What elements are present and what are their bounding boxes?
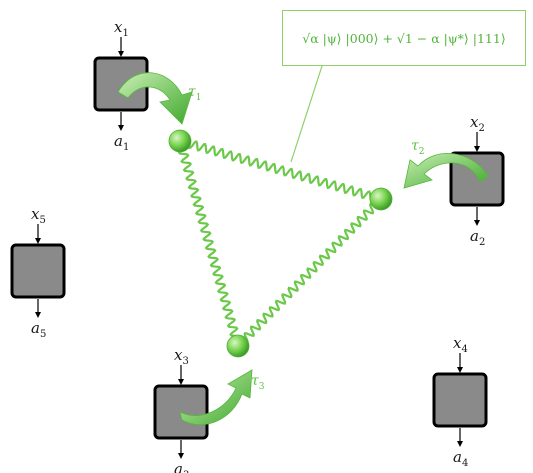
formula-connector [290, 65, 323, 163]
input-label-1: x1 [114, 18, 129, 39]
tau-arrow-1 [117, 72, 193, 125]
tau-arrows: τ1 τ2 τ3 [117, 72, 489, 425]
output-arrowhead-1 [118, 125, 124, 131]
output-arrowhead-3 [178, 453, 184, 459]
output-sub-3: 3 [183, 470, 189, 473]
tau-label-3: τ3 [251, 373, 265, 392]
output-label-2: a2 [470, 227, 485, 248]
input-arrowhead-5 [35, 238, 41, 244]
input-arrowhead-4 [457, 367, 463, 373]
output-sub-1: 1 [123, 142, 129, 153]
input-sub-4: 4 [461, 344, 467, 355]
input-sub-5: 5 [39, 215, 45, 226]
input-label-5: x5 [31, 205, 46, 226]
measurement-box-4 [432, 372, 488, 428]
tau-sub-2: 2 [419, 147, 425, 157]
wavy-edge-1-3 [175, 140, 242, 347]
particles [168, 129, 393, 358]
measurement-box-5 [10, 243, 66, 299]
input-label-2: x2 [470, 113, 485, 134]
output-label-3: a3 [174, 460, 189, 473]
tau-arrow-2 [403, 152, 489, 189]
wavy-edge-2-3 [237, 196, 382, 350]
tau-sub-1: 1 [196, 93, 202, 103]
entanglement-edges [175, 137, 382, 350]
state-formula-box: √α |ψ⟩ |000⟩ + √1 − α |ψ*⟩ |111⟩ [282, 10, 526, 66]
particle-2 [369, 187, 393, 211]
output-sub-2: 2 [479, 237, 485, 248]
party-2: x2 a2 [449, 113, 505, 248]
input-arrowhead-2 [474, 146, 480, 152]
particle-1 [168, 129, 192, 153]
state-formula: √α |ψ⟩ |000⟩ + √1 − α |ψ*⟩ |111⟩ [302, 30, 506, 46]
measurement-box-3 [153, 384, 209, 440]
output-label-1: a1 [114, 132, 129, 153]
parties: x1 a1 x2 a2 x3 a3 x4 a4 x5 a5 [10, 18, 505, 473]
input-sub-3: 3 [182, 356, 188, 367]
tau-arrow-3 [179, 369, 253, 425]
output-sub-5: 5 [40, 329, 46, 340]
output-label-4: a4 [453, 448, 468, 469]
input-label-3: x3 [174, 346, 189, 367]
input-sub-1: 1 [122, 28, 128, 39]
input-arrowhead-1 [118, 51, 124, 57]
wavy-edge-1-2 [178, 137, 381, 204]
input-arrowhead-3 [178, 379, 184, 385]
particle-3 [226, 334, 250, 358]
output-arrowhead-5 [35, 312, 41, 318]
tau-label-1: τ1 [188, 84, 201, 103]
output-arrowhead-2 [474, 220, 480, 226]
measurement-box-2 [449, 151, 505, 207]
input-sub-2: 2 [478, 123, 484, 134]
party-5: x5 a5 [10, 205, 66, 340]
output-sub-4: 4 [462, 458, 468, 469]
tau-sub-3: 3 [259, 382, 265, 392]
output-label-5: a5 [31, 319, 46, 340]
input-label-4: x4 [453, 334, 468, 355]
output-arrowhead-4 [457, 441, 463, 447]
party-3: x3 a3 [153, 346, 209, 473]
party-4: x4 a4 [432, 334, 488, 469]
tau-label-2: τ2 [411, 138, 424, 157]
